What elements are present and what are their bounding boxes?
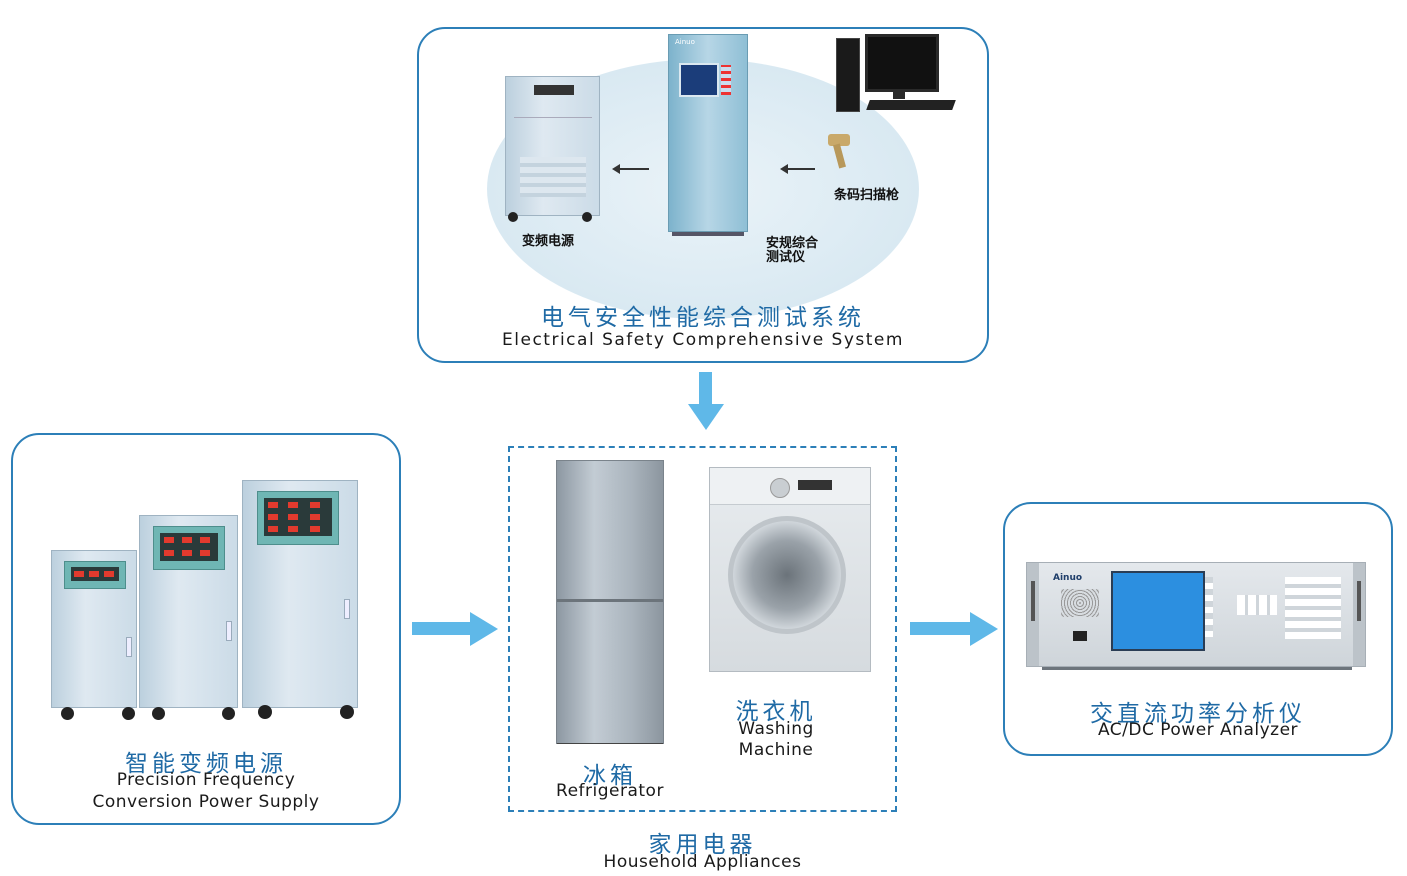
refrigerator-en: Refrigerator [556, 781, 664, 801]
left-system-title-en-line2: Conversion Power Supply [92, 792, 320, 812]
power-source-cabinet-image [505, 76, 600, 216]
tester-label-line2: 测试仪 [766, 250, 806, 265]
tester-base [672, 232, 744, 236]
wheel [122, 707, 135, 720]
right-small-arrow [783, 168, 815, 170]
monitor-image [865, 34, 939, 92]
wheel [340, 705, 354, 719]
pc-tower-image [836, 38, 860, 112]
left-small-arrow-head [612, 164, 620, 174]
right-arrow-right [910, 622, 972, 635]
down-arrow [699, 372, 712, 406]
left-system-title-cn: 智能变频电源 [125, 751, 287, 777]
wheel [258, 705, 272, 719]
scanner-label: 条码扫描枪 [834, 188, 900, 203]
right-system-title-cn: 交直流功率分析仪 [1090, 701, 1306, 727]
down-arrow-head [688, 404, 724, 430]
monitor-stand [893, 89, 905, 99]
barcode-scanner-image [826, 134, 852, 170]
safety-tester-cabinet-image: Ainuo [668, 34, 748, 232]
washer-en-line1: Washing [738, 719, 814, 739]
right-small-arrow-head [780, 164, 788, 174]
power-supply-cabinet-small [51, 550, 137, 708]
left-small-arrow [615, 168, 649, 170]
wheel [582, 212, 592, 222]
top-system-title-en: Electrical Safety Comprehensive System [502, 330, 904, 350]
power-analyzer-image: Ainuo [1026, 562, 1366, 667]
left-system-title-en-line1: Precision Frequency [116, 770, 296, 790]
analyzer-brand: Ainuo [1053, 573, 1083, 583]
wheel [222, 707, 235, 720]
right-arrow-right-head [970, 612, 998, 646]
washing-machine-image [709, 467, 871, 672]
right-system-title-en: AC/DC Power Analyzer [1097, 720, 1299, 740]
keyboard-image [866, 100, 956, 110]
tester-brand: Ainuo [675, 38, 695, 46]
right-arrow-left-head [470, 612, 498, 646]
power-source-label: 变频电源 [522, 234, 575, 249]
power-supply-cabinet-large [242, 480, 358, 708]
wheel [61, 707, 74, 720]
tester-label-line1: 安规综合 [766, 236, 819, 251]
power-supply-cabinet-medium [139, 515, 238, 708]
household-appliances-group [508, 446, 897, 812]
washer-en-line2: Machine [738, 740, 814, 760]
top-system-title-cn: 电气安全性能综合测试系统 [541, 305, 865, 331]
washer-cn: 洗衣机 [735, 699, 817, 725]
refrigerator-image [556, 460, 664, 744]
center-group-title-en: Household Appliances [603, 852, 802, 872]
right-arrow-left [412, 622, 472, 635]
center-group-title-cn: 家用电器 [648, 832, 757, 858]
refrigerator-cn: 冰箱 [583, 763, 637, 789]
wheel [152, 707, 165, 720]
wheel [508, 212, 518, 222]
analyzer-feet [1042, 667, 1352, 670]
